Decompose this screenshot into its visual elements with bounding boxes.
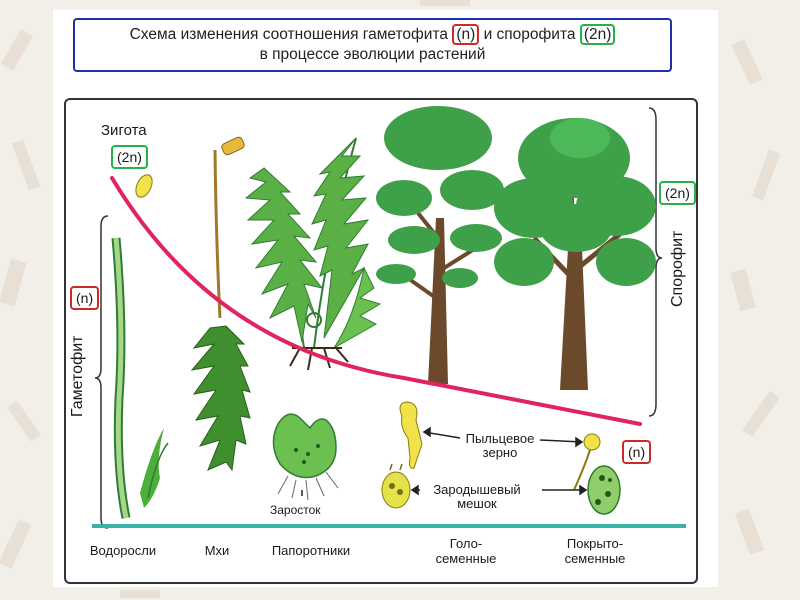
gametophyte-ploidy: (n) [70,286,100,310]
embryo-sac-label: Зародышевый мешок [416,483,538,511]
gametophyte-label: Гаметофит [69,335,86,417]
embryo-sac-line-2: мешок [457,496,497,511]
pollen-grain-line-2: зерно [482,445,518,460]
pine-tree-drawing [376,106,504,384]
title-line-1: Схема изменения соотношения гаметофита (… [75,24,670,45]
sporophyte-tag: (2n) [579,24,616,45]
fern-drawing [244,137,382,371]
title-box: Схема изменения соотношения гаметофита (… [73,18,672,72]
group-ferns-line-1: Папоротники [271,543,351,558]
group-label-ferns: Папоротники [256,543,366,558]
zygote-ploidy: (2n) [111,145,148,169]
zygote-cell [135,174,153,198]
pollen-grain-label: Пыльцевое зерно [460,432,540,460]
prothallus-label: Заросток [270,503,321,517]
moss-drawing [190,136,251,472]
group-label-algae: Водоросли [78,543,168,558]
annotation-arrows [301,426,588,496]
title-prefix: Схема изменения соотношения гаметофита [129,26,453,43]
sporophyte-label: Спорофит [669,230,686,307]
title-middle: и спорофита [479,26,580,43]
sporophyte-bracket [648,107,663,417]
sporophyte-ploidy: (2n) [659,181,696,205]
group-label-gymnosperms: Голо- семенные [426,536,506,566]
gametophyte-sporophyte-curve [110,176,642,426]
zygote-label: Зигота [101,122,147,139]
angiosperm-ploidy: (n) [622,440,652,464]
algae-drawing [111,237,169,519]
embryo-sac-line-1: Зародышевый [433,482,521,497]
gymnosperm-gametophytes [381,401,423,509]
group-label-mosses: Мхи [192,543,242,558]
group-angiosperms-line-2: семенные [564,551,626,566]
group-mosses-line-1: Мхи [204,543,230,558]
group-gymnosperms-line-2: семенные [435,551,497,566]
angiosperm-gametophytes [573,433,621,515]
prothallus-drawing [272,413,339,501]
title-line-2: в процессе эволюции растений [259,46,486,63]
group-algae-line-1: Водоросли [89,543,157,558]
group-angiosperms-line-1: Покрыто- [566,536,624,551]
pollen-grain-line-1: Пыльцевое [465,431,535,446]
group-label-angiosperms: Покрыто- семенные [550,536,640,566]
group-gymnosperms-line-1: Голо- [449,536,483,551]
gametophyte-bracket [94,215,109,529]
oak-tree-drawing [494,118,656,390]
diagram-canvas [92,106,686,529]
gametophyte-tag: (n) [452,24,480,45]
